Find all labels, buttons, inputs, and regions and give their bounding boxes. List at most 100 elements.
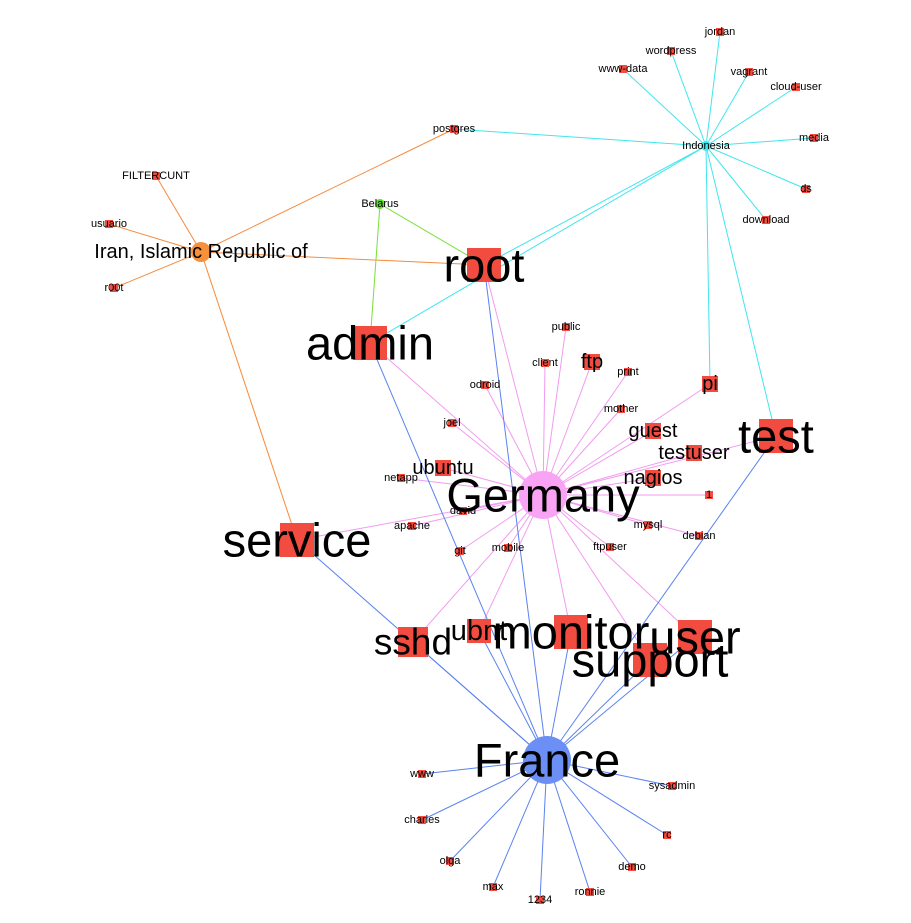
user-node-client[interactable] [541, 359, 549, 367]
edge-id-wordpress [670, 50, 707, 147]
user-node-monitor[interactable] [554, 615, 588, 649]
user-node-rc[interactable] [663, 831, 671, 839]
user-node-sshd[interactable] [398, 627, 428, 657]
country-node-id[interactable] [701, 141, 711, 151]
edge-by-admin [369, 203, 381, 344]
user-node-wwwdata[interactable] [619, 65, 627, 73]
user-node-mother[interactable] [617, 405, 625, 413]
user-node-usuario[interactable] [105, 220, 113, 228]
edge-ir-usuario [108, 223, 202, 253]
user-node-ubnt[interactable] [467, 619, 491, 643]
user-node-netapp[interactable] [397, 474, 405, 482]
user-node-ubuntu[interactable] [435, 460, 451, 476]
user-node-clouduser[interactable] [792, 83, 800, 91]
user-node-filtercunt[interactable] [152, 172, 160, 180]
edge-de-testuser [542, 452, 695, 496]
user-node-vagrant[interactable] [745, 68, 753, 76]
label-mother: mother [604, 403, 639, 415]
user-node-support[interactable] [633, 643, 667, 677]
user-node-git[interactable] [456, 547, 464, 555]
user-node-mysql[interactable] [644, 521, 652, 529]
user-node-user[interactable] [678, 620, 712, 654]
user-node-david[interactable] [459, 507, 467, 515]
edge-fr-sshd [412, 641, 548, 761]
user-node-odroid[interactable] [481, 381, 489, 389]
country-node-de[interactable] [519, 471, 567, 519]
user-node-www[interactable] [418, 770, 426, 778]
user-node-mobile[interactable] [504, 544, 512, 552]
label-demo: demo [618, 861, 646, 873]
label-filtercunt: FILTERCUNT [122, 170, 190, 182]
edge-fr-root [483, 264, 548, 761]
user-node-ftpuser[interactable] [606, 543, 614, 551]
node-layer [105, 28, 818, 904]
label-sshd: sshd [374, 622, 452, 663]
user-node-debian[interactable] [695, 532, 703, 540]
user-node-apache[interactable] [408, 522, 416, 530]
user-node-r00t[interactable] [110, 284, 118, 292]
label-ds: ds [800, 183, 812, 195]
user-node-max[interactable] [489, 883, 497, 891]
label-one: 1 [706, 489, 712, 501]
country-node-by[interactable] [375, 199, 385, 209]
user-node-download[interactable] [762, 216, 770, 224]
user-node-ronnie[interactable] [586, 888, 594, 896]
label-id: Indonesia [682, 140, 731, 152]
user-node-pi[interactable] [702, 376, 718, 392]
edge-ir-root [200, 251, 485, 266]
label-de: Germany [446, 469, 640, 522]
label-client: client [532, 357, 558, 369]
user-node-olga[interactable] [446, 857, 454, 865]
edge-de-admin [369, 342, 544, 496]
country-node-ir[interactable] [191, 242, 211, 262]
label-git: git [454, 545, 466, 557]
label-ronnie: ronnie [575, 886, 606, 898]
edge-id-postgres [453, 128, 707, 147]
user-node-media[interactable] [810, 134, 818, 142]
label-ftp: ftp [581, 351, 603, 373]
label-usuario: usuario [91, 218, 127, 230]
user-node-postgres[interactable] [450, 125, 458, 133]
edge-de-debian [542, 494, 700, 537]
user-node-charles[interactable] [418, 816, 426, 824]
label-joel: joel [442, 417, 460, 429]
label-n1234: 1234 [528, 894, 552, 906]
edge-layer [108, 31, 815, 901]
label-testuser: testuser [658, 442, 729, 464]
user-node-wordpress[interactable] [667, 47, 675, 55]
user-node-jordan[interactable] [716, 28, 724, 36]
edge-fr-user [546, 636, 696, 761]
user-node-demo[interactable] [628, 863, 636, 871]
label-mysql: mysql [634, 519, 663, 531]
label-netapp: netapp [384, 472, 418, 484]
user-node-root[interactable] [467, 248, 501, 282]
edge-de-public [542, 326, 567, 496]
edge-id-root [483, 145, 707, 266]
user-node-joel[interactable] [448, 419, 456, 427]
edge-de-test [542, 435, 777, 496]
user-node-ftp[interactable] [584, 354, 600, 370]
user-node-admin[interactable] [353, 326, 387, 360]
label-guest: guest [629, 420, 678, 442]
user-node-print[interactable] [624, 368, 632, 376]
user-node-nagios[interactable] [645, 470, 661, 486]
user-node-ds[interactable] [802, 185, 810, 193]
user-node-testuser[interactable] [686, 445, 702, 461]
user-node-test[interactable] [759, 419, 793, 453]
label-ubnt: ubnt [451, 615, 507, 647]
label-ftpuser: ftpuser [593, 541, 627, 553]
user-node-service[interactable] [280, 523, 314, 557]
country-node-fr[interactable] [523, 736, 571, 784]
label-vagrant: vagrant [731, 66, 768, 78]
user-node-guest[interactable] [645, 423, 661, 439]
user-node-one[interactable] [705, 491, 713, 499]
label-by: Belarus [361, 198, 399, 210]
user-node-sysadmin[interactable] [668, 782, 676, 790]
user-node-public[interactable] [562, 323, 570, 331]
label-test: test [738, 410, 814, 463]
edge-id-admin [369, 145, 707, 344]
user-node-n1234[interactable] [536, 896, 544, 904]
label-rc: rc [662, 829, 672, 841]
